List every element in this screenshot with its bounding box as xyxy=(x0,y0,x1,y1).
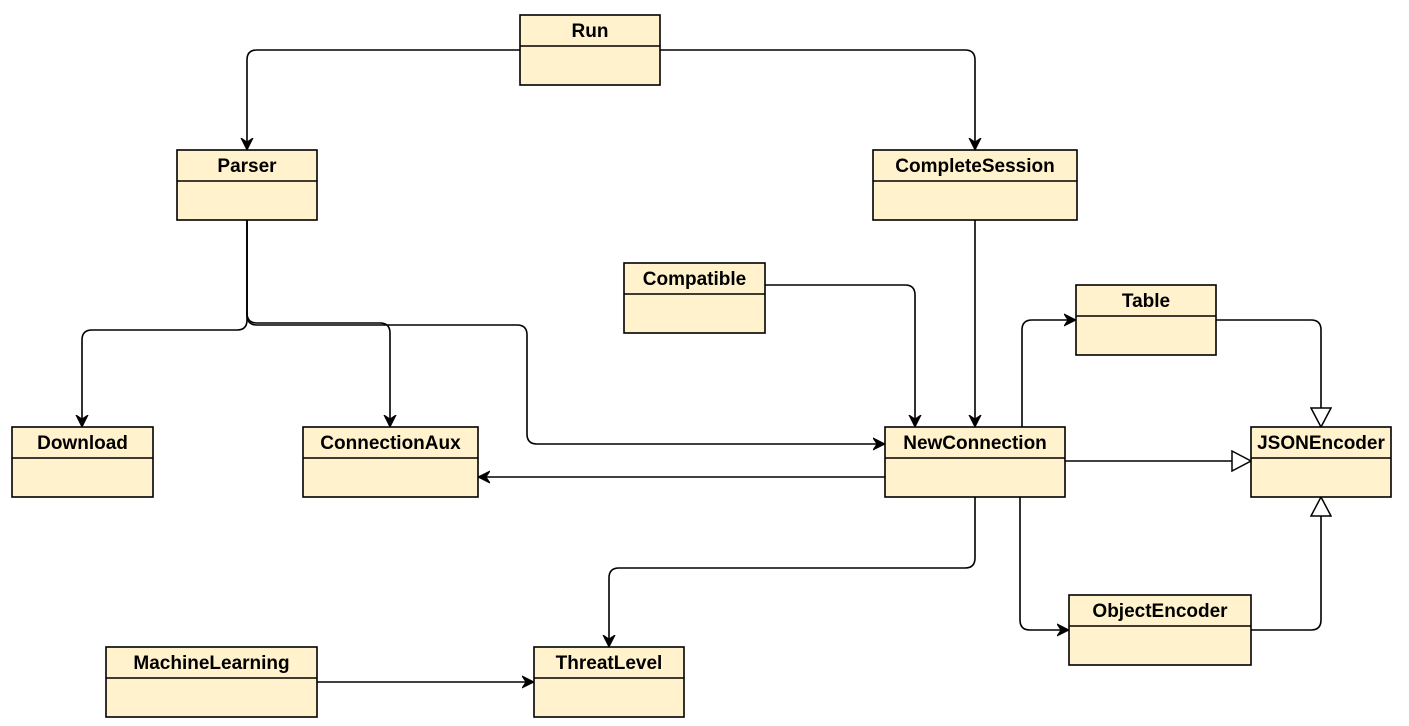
edge-compatible-to-new-connection xyxy=(765,284,915,427)
class-box-table[interactable]: Table xyxy=(1075,284,1217,356)
class-name: Run xyxy=(572,21,609,42)
class-name: JSONEncoder xyxy=(1257,433,1385,454)
class-box-frame xyxy=(1068,594,1252,666)
class-box-frame xyxy=(533,646,685,718)
class-name: Table xyxy=(1122,291,1170,312)
class-box-frame xyxy=(302,426,479,498)
class-box-frame xyxy=(105,646,318,718)
class-name: Compatible xyxy=(643,269,746,290)
class-box-threat-level[interactable]: ThreatLevel xyxy=(533,646,685,718)
edge-run-to-parser xyxy=(247,49,520,150)
edge-new-connection-to-table xyxy=(1021,320,1076,427)
class-name: Parser xyxy=(217,156,277,177)
class-box-complete-session[interactable]: CompleteSession xyxy=(872,149,1078,221)
edge-table-to-json-encoder xyxy=(1216,319,1321,427)
class-box-connection-aux[interactable]: ConnectionAux xyxy=(302,426,479,498)
edge-new-connection-to-threat-level xyxy=(609,497,976,647)
class-box-json-encoder[interactable]: JSONEncoder xyxy=(1250,426,1392,498)
class-name: CompleteSession xyxy=(895,156,1054,177)
class-box-frame xyxy=(176,149,318,221)
class-box-frame xyxy=(872,149,1078,221)
edge-parser-to-new-connection xyxy=(246,220,885,444)
class-name: ObjectEncoder xyxy=(1092,601,1228,622)
class-box-frame xyxy=(1250,426,1392,498)
relation-edges xyxy=(82,49,1321,682)
class-name: ThreatLevel xyxy=(556,653,663,674)
class-box-parser[interactable]: Parser xyxy=(176,149,318,221)
class-box-frame xyxy=(623,262,766,334)
edge-new-connection-to-object-encoder xyxy=(1019,497,1069,630)
class-box-object-encoder[interactable]: ObjectEncoder xyxy=(1068,594,1252,666)
class-name: ConnectionAux xyxy=(320,433,461,454)
class-box-frame xyxy=(519,14,661,86)
class-box-run[interactable]: Run xyxy=(519,14,661,86)
edge-run-to-complete-session xyxy=(660,49,975,150)
class-box-new-connection[interactable]: NewConnection xyxy=(884,426,1066,498)
class-name: Download xyxy=(37,433,128,454)
edge-parser-to-download xyxy=(82,220,248,427)
class-box-frame xyxy=(11,426,154,498)
class-box-machine-learning[interactable]: MachineLearning xyxy=(105,646,318,718)
class-name: NewConnection xyxy=(903,433,1047,454)
class-name: MachineLearning xyxy=(133,653,289,674)
edge-parser-to-connection-aux xyxy=(246,220,390,427)
edge-object-encoder-to-json-encoder xyxy=(1251,497,1321,631)
class-box-download[interactable]: Download xyxy=(11,426,154,498)
class-box-frame xyxy=(1075,284,1217,356)
class-box-frame xyxy=(884,426,1066,498)
class-box-compatible[interactable]: Compatible xyxy=(623,262,766,334)
